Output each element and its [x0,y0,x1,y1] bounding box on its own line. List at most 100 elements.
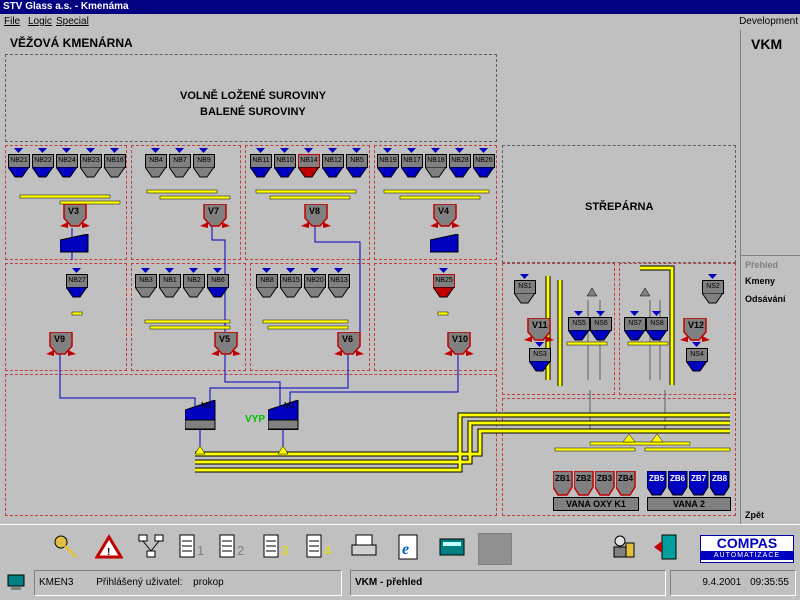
bin-nb17[interactable]: NB17 [401,148,423,178]
scale-label: V9 [54,334,66,344]
bin-nb13[interactable]: NB13 [328,268,350,298]
bin-nb8[interactable]: NB8 [256,268,278,298]
bin-nb1[interactable]: NB1 [159,268,181,298]
bin-nb3[interactable]: NB3 [135,268,157,298]
bin-nb7[interactable]: NB7 [169,148,191,178]
bin-label: NB12 [322,154,344,168]
bin-ns3[interactable]: NS3 [529,342,551,372]
menu-special[interactable]: Special [56,16,89,27]
bin-level-marker [286,268,295,273]
bin-zb1[interactable]: ZB1 [553,471,573,496]
bin-zb3[interactable]: ZB3 [595,471,615,496]
nav-zpet[interactable]: Zpět [745,510,764,520]
bin-level-marker [455,148,464,153]
bin-nb9[interactable]: NB9 [193,148,215,178]
bin-nb4[interactable]: NB4 [145,148,167,178]
bin-label: NS1 [514,280,536,294]
bin-ns4[interactable]: NS4 [686,342,708,372]
scale-label: V10 [452,334,469,344]
bin-nb21[interactable]: NB21 [8,148,30,178]
scale-v11[interactable]: V11 [524,318,554,342]
report-4-icon[interactable]: 4 [305,533,333,561]
scale-v10[interactable]: V10 [444,332,474,356]
bin-level-marker [199,148,208,153]
bin-label: NB14 [298,154,320,168]
alarm-icon[interactable]: ! [94,533,124,561]
bin-ns7[interactable]: NS7 [624,311,646,341]
exit-icon[interactable] [652,533,680,561]
bin-nb28[interactable]: NB28 [449,148,471,178]
scale-v8[interactable]: V8 [301,204,331,228]
bin-label: ZB1 [555,474,571,483]
bin-zb4[interactable]: ZB4 [616,471,636,496]
bin-nb27[interactable]: NB27 [66,268,88,298]
bin-ns8[interactable]: NS8 [646,311,668,341]
bin-level-marker [708,274,717,279]
bin-nb16[interactable]: NB16 [104,148,126,178]
bin-nb14[interactable]: NB14 [298,148,320,178]
scale-v4[interactable]: V4 [430,204,460,228]
bin-nb20[interactable]: NB20 [304,268,326,298]
bin-nb25[interactable]: NB25 [433,268,455,298]
scale-v7[interactable]: V7 [200,204,230,228]
menu-file[interactable]: File [4,16,21,27]
bin-hopper [66,287,88,298]
calculator-icon[interactable] [438,533,466,561]
bin-zb6[interactable]: ZB6 [668,471,688,496]
bin-nb18[interactable]: NB18 [425,148,447,178]
bin-label: NB7 [169,154,191,168]
bin-nb26[interactable]: NB26 [473,148,495,178]
mixer-m2[interactable]: M2 [267,399,300,431]
bin-ns2[interactable]: NS2 [702,274,724,304]
bin-nb23[interactable]: NB23 [80,148,102,178]
bin-zb8[interactable]: ZB8 [710,471,730,496]
bin-level-marker [328,148,337,153]
bin-nb22[interactable]: NB22 [32,148,54,178]
bin-nb15[interactable]: NB15 [280,268,302,298]
bin-nb2[interactable]: NB2 [183,268,205,298]
bin-nb10[interactable]: NB10 [274,148,296,178]
bin-nb6[interactable]: NB6 [207,268,229,298]
network-icon[interactable] [137,533,165,561]
users-icon[interactable] [610,533,638,561]
bin-zb7[interactable]: ZB7 [689,471,709,496]
scale-v12[interactable]: V12 [680,318,710,342]
bin-nb24[interactable]: NB24 [56,148,78,178]
keys-icon[interactable] [52,533,80,561]
bin-zb5[interactable]: ZB5 [647,471,667,496]
bin-nb5[interactable]: NB5 [346,148,368,178]
bin-ns5[interactable]: NS5 [568,311,590,341]
bin-nb19[interactable]: NB19 [377,148,399,178]
browser-icon[interactable]: e [395,533,423,561]
raw-materials-line1: VOLNĚ LOŽENÉ SUROVINY [180,90,327,102]
section-v10 [374,263,497,371]
report-3-icon[interactable]: 3 [262,533,290,561]
mixer-m1[interactable]: M1 [184,399,217,431]
bin-ns6[interactable]: NS6 [590,311,612,341]
bin-nb11[interactable]: NB11 [250,148,272,178]
scale-label: V3 [68,206,80,216]
user-label: Přihlášený uživatel: [96,577,183,588]
scale-v6[interactable]: V6 [334,332,364,356]
report-1-icon[interactable]: 1 [178,533,206,561]
blank-button[interactable] [478,533,512,565]
bin-zb2[interactable]: ZB2 [574,471,594,496]
bin-hopper [401,167,423,178]
bin-hopper [280,287,302,298]
nav-odsavani[interactable]: Odsávání [745,294,786,304]
bin-nb12[interactable]: NB12 [322,148,344,178]
scale-v3[interactable]: V3 [60,204,90,228]
nav-kmeny[interactable]: Kmeny [745,276,776,286]
menu-development[interactable]: Development [739,16,798,27]
report-2-icon[interactable]: 2 [218,533,246,561]
divider [741,255,800,256]
nav-prehled[interactable]: Přehled [745,260,779,270]
raw-materials-line2: BALENÉ SUROVINY [200,106,306,118]
menu-logic[interactable]: Logic [28,16,52,27]
bin-ns1[interactable]: NS1 [514,274,536,304]
line-v9 [59,350,196,408]
scale-v9[interactable]: V9 [46,332,76,356]
bin-label: NB17 [401,154,423,168]
printer-icon[interactable] [350,533,378,561]
scale-v5[interactable]: V5 [211,332,241,356]
